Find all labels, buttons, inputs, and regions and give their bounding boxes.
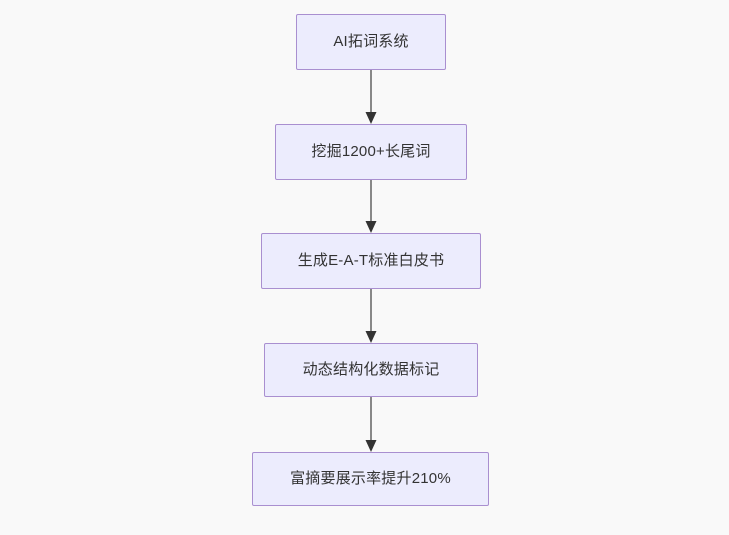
flow-node-label: 生成E-A-T标准白皮书: [297, 252, 445, 269]
flow-node-generate-eat-whitepaper[interactable]: 生成E-A-T标准白皮书: [261, 233, 481, 289]
connector-arrow-1: [364, 70, 378, 124]
flow-node-rich-snippet-rate-increase[interactable]: 富摘要展示率提升210%: [252, 452, 489, 506]
flow-node-ai-keyword-system[interactable]: AI拓词系统: [296, 14, 446, 70]
flow-node-label: AI拓词系统: [333, 33, 409, 50]
flow-node-label: 挖掘1200+长尾词: [311, 143, 431, 160]
flow-node-dynamic-structured-data-markup[interactable]: 动态结构化数据标记: [264, 343, 478, 397]
connector-arrow-4: [364, 397, 378, 452]
flow-node-mine-longtail-keywords[interactable]: 挖掘1200+长尾词: [275, 124, 467, 180]
flow-node-label: 富摘要展示率提升210%: [290, 470, 451, 487]
flow-node-label: 动态结构化数据标记: [302, 361, 440, 378]
connector-arrow-3: [364, 289, 378, 343]
connector-arrow-2: [364, 180, 378, 233]
